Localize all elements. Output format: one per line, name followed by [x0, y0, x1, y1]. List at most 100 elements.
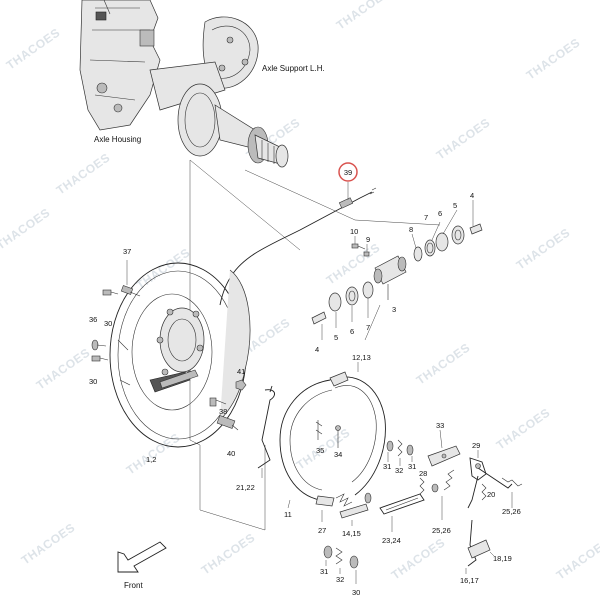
callout-1-2: 1,2 — [146, 455, 156, 464]
brake-shoe-12-13-part — [329, 362, 386, 496]
bolt-30-part — [91, 289, 119, 362]
piston-6-left-part — [345, 286, 359, 306]
axle-support-part — [149, 16, 289, 168]
callout-21-22: 21,22 — [236, 483, 255, 492]
spring-28-part — [419, 477, 439, 495]
callout-5: 5 — [334, 333, 338, 342]
bleeder-10-part — [351, 243, 366, 250]
bottom-spring-set-part — [323, 545, 359, 584]
callout-31: 31 — [408, 462, 416, 471]
adjuster-lever-29-part — [467, 450, 513, 509]
callout-32: 32 — [395, 466, 403, 475]
cap-9-part — [363, 251, 370, 257]
spring-27-part — [321, 493, 353, 522]
callout-30: 30 — [104, 319, 112, 328]
callout-29: 29 — [472, 441, 480, 450]
watermark: THACOES — [4, 25, 63, 72]
callout-31: 31 — [320, 567, 328, 576]
cup-7-left-part — [362, 281, 374, 299]
callout-18-19: 18,19 — [493, 554, 512, 563]
callout-32: 32 — [336, 575, 344, 584]
pin-34-part — [335, 425, 341, 448]
spring-clip-35-part — [315, 420, 323, 440]
callout-12-13: 12,13 — [352, 353, 371, 362]
cup-7-part — [424, 239, 436, 257]
watermark: THACOES — [524, 35, 583, 82]
callout-25-26: 25,26 — [502, 507, 521, 516]
plate-18-19-part — [467, 539, 495, 559]
callout-4: 4 — [470, 191, 474, 200]
wheel-cylinder-leaders — [321, 200, 474, 340]
callout-9: 9 — [366, 235, 370, 244]
pin-4-left-part — [311, 311, 327, 325]
watermark: THACOES — [199, 530, 258, 577]
callout-7: 7 — [366, 323, 370, 332]
front-arrow-icon — [117, 541, 167, 573]
bolt-40-part — [216, 415, 239, 431]
callout-25-26: 25,26 — [432, 526, 451, 535]
watermark: THACOES — [0, 205, 53, 252]
boot-5-left-part — [328, 292, 342, 312]
washer-36-part — [91, 339, 107, 351]
callout-28: 28 — [419, 469, 427, 478]
callout-34: 34 — [334, 450, 342, 459]
boot-5-part — [451, 225, 465, 245]
callout-8: 8 — [409, 225, 413, 234]
spring-32-31-part — [386, 439, 414, 466]
adjuster-33-part — [427, 429, 461, 467]
callout-23-24: 23,24 — [382, 536, 401, 545]
watermark: THACOES — [554, 535, 600, 582]
spring-25-26-part — [441, 469, 523, 520]
pin-4-part — [469, 223, 483, 235]
nut-41-part — [235, 379, 247, 391]
watermark: THACOES — [124, 430, 183, 477]
watermark: THACOES — [19, 520, 78, 567]
brake-shoe-11-part — [279, 379, 335, 509]
callout-16-17: 16,17 — [460, 576, 479, 585]
pin-14-15-part — [339, 492, 372, 526]
callout-10: 10 — [350, 227, 358, 236]
axle-support-label: Axle Support L.H. — [262, 64, 325, 73]
lever-21-22-part — [257, 385, 276, 478]
callout-6: 6 — [350, 327, 354, 336]
callout-7: 7 — [424, 213, 428, 222]
spring-20-part — [481, 483, 487, 501]
callout-31: 30 — [352, 588, 360, 597]
bolt-38-part — [209, 397, 227, 407]
callout-40: 40 — [227, 449, 235, 458]
callout-33: 33 — [436, 421, 444, 430]
callout-5: 5 — [453, 201, 457, 210]
callout-6: 6 — [438, 209, 442, 218]
brake-cable-part — [219, 182, 377, 306]
callout-3: 3 — [392, 305, 396, 314]
watermark: THACOES — [34, 345, 93, 392]
callout-4: 4 — [315, 345, 319, 354]
axle-housing-part — [79, 0, 161, 131]
piston-6-part — [435, 232, 449, 252]
watermark: THACOES — [414, 340, 473, 387]
callout-35: 35 — [316, 446, 324, 455]
callout-38: 38 — [219, 407, 227, 416]
callout-37: 37 — [123, 247, 131, 256]
callout-27: 27 — [318, 526, 326, 535]
callout-36: 36 — [89, 315, 97, 324]
callout-41: 41 — [237, 367, 245, 376]
watermark: THACOES — [514, 225, 573, 272]
callout-30: 30 — [89, 377, 97, 386]
seal-8-part — [413, 246, 423, 262]
callout-14-15: 14,15 — [342, 529, 361, 538]
highlight-circle — [338, 162, 358, 182]
watermark: THACOES — [54, 150, 113, 197]
watermark: THACOES — [334, 0, 393, 32]
wheel-cylinder-part — [373, 255, 407, 300]
callout-31: 31 — [383, 462, 391, 471]
strut-23-24-part — [379, 493, 425, 532]
watermark: THACOES — [434, 115, 493, 162]
bolt-37-part — [120, 260, 141, 297]
front-label: Front — [124, 581, 143, 590]
callout-39: 39 — [344, 168, 352, 177]
watermark: THACOES — [494, 405, 553, 452]
axle-housing-label: Axle Housing — [94, 135, 141, 144]
